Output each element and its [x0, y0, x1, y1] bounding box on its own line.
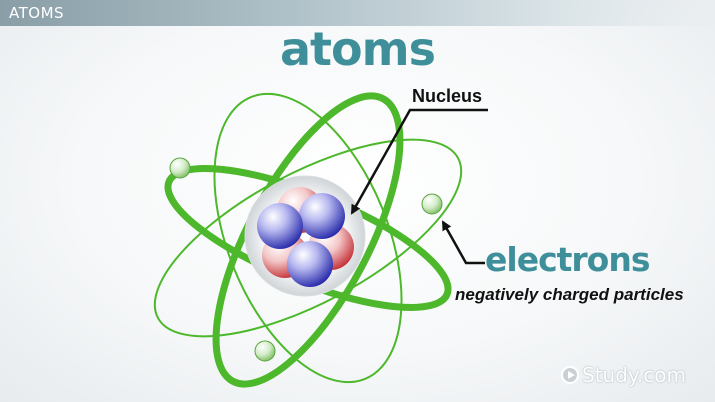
- pointers: [350, 108, 488, 265]
- electrons: [169, 157, 443, 362]
- banner-title: ATOMS: [9, 4, 65, 22]
- neutron: [287, 241, 333, 287]
- electrons-description: negatively charged particles: [455, 285, 684, 304]
- nucleus-label: Nucleus: [412, 86, 483, 106]
- play-circle-icon: [561, 366, 579, 384]
- electron: [421, 193, 443, 215]
- study-logo: Study.com: [561, 362, 686, 388]
- electron: [169, 157, 191, 179]
- electron: [254, 340, 276, 362]
- neutron: [257, 203, 303, 249]
- top-banner: ATOMS: [0, 0, 715, 26]
- electrons-label: electrons: [485, 240, 650, 279]
- page-title: atoms: [280, 22, 436, 76]
- nucleus: [244, 175, 366, 297]
- neutron: [299, 193, 345, 239]
- nucleus-pointer: [350, 108, 488, 215]
- electron-pointer: [441, 220, 485, 265]
- logo-text: Study.com: [582, 363, 686, 387]
